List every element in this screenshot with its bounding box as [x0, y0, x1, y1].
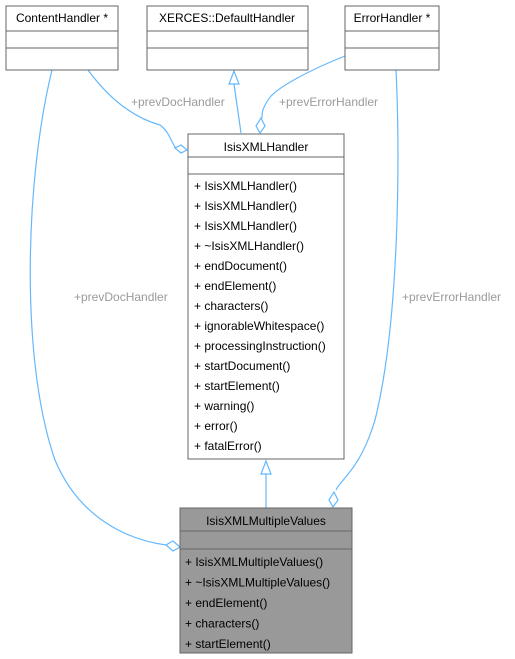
method-item: + endDocument() [194, 259, 287, 273]
edge-defaulthandler-inheritance [233, 83, 242, 134]
method-item: + IsisXMLHandler() [194, 219, 297, 233]
method-list-isis-xml-multiple-values: + IsisXMLMultipleValues() + ~IsisXMLMulti… [185, 555, 330, 651]
method-item: + startElement() [185, 637, 271, 651]
method-item: + endElement() [194, 279, 276, 293]
inheritance-arrow-defaulthandler [228, 69, 240, 85]
method-item: + startElement() [194, 379, 280, 393]
aggregation-diamond-multiple-doc [164, 540, 182, 552]
class-box-isis-xml-handler: IsisXMLHandler + IsisXMLHandler()+ IsisX… [187, 133, 345, 460]
edge-label-prev-doc-handler-upper: +prevDocHandler [131, 95, 225, 109]
method-item: + ~IsisXMLMultipleValues() [185, 576, 330, 590]
method-item: + IsisXMLHandler() [194, 199, 297, 213]
edge-label-prev-error-handler-upper: +prevErrorHandler [279, 95, 378, 109]
class-box-content-handler: ContentHandler * [5, 5, 119, 71]
class-title-isis-xml-multiple-values: IsisXMLMultipleValues [206, 514, 326, 528]
method-item: + IsisXMLMultipleValues() [185, 555, 323, 569]
method-item: + ignorableWhitespace() [194, 319, 324, 333]
edge-label-prev-doc-handler-lower: +prevDocHandler [74, 290, 168, 304]
method-item: + error() [194, 419, 238, 433]
class-box-isis-xml-multiple-values: IsisXMLMultipleValues + IsisXMLMultipleV… [179, 507, 353, 654]
class-title-error-handler: ErrorHandler * [354, 11, 431, 25]
method-list-isis-xml-handler: + IsisXMLHandler() + IsisXMLHandler() + Is… [194, 179, 326, 453]
inheritance-arrow-handler [260, 459, 272, 475]
class-title-content-handler: ContentHandler * [16, 11, 108, 25]
method-item: + characters() [194, 299, 268, 313]
method-item: + characters() [185, 617, 259, 631]
edge-contenthandler-to-isisxmlhandler [87, 69, 177, 149]
class-box-default-handler: XERCES::DefaultHandler [146, 5, 309, 71]
method-item: + startDocument() [194, 359, 290, 373]
edge-errorhandler-to-multiplevalues [335, 69, 399, 491]
method-item: + warning() [194, 399, 254, 413]
edge-errorhandler-to-isisxmlhandler [261, 55, 346, 119]
edge-label-prev-error-handler-lower: +prevErrorHandler [402, 290, 501, 304]
aggregation-diamond-handler-doc [173, 144, 189, 154]
class-title-default-handler: XERCES::DefaultHandler [159, 11, 295, 25]
edge-contenthandler-to-multiplevalues [29, 69, 167, 546]
method-item: + processingInstruction() [194, 339, 326, 353]
method-item: + fatalError() [194, 439, 262, 453]
aggregation-diamond-multiple-error [328, 490, 339, 509]
method-item: + IsisXMLHandler() [194, 179, 297, 193]
aggregation-diamond-handler-error [255, 116, 266, 135]
method-item: + ~IsisXMLHandler() [194, 239, 304, 253]
class-title-isis-xml-handler: IsisXMLHandler [224, 140, 309, 154]
class-box-error-handler: ErrorHandler * [344, 5, 440, 71]
method-item: + endElement() [185, 596, 267, 610]
